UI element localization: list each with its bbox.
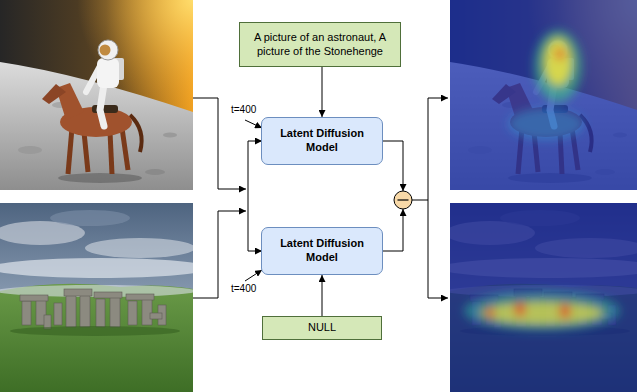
- stonehenge-heatmap: [450, 203, 637, 392]
- astronaut-heatmap: [508, 108, 584, 140]
- subtract-symbol: [394, 191, 412, 209]
- edge-layer: [322, 67, 323, 316]
- null-prompt-box: NULL: [262, 316, 382, 340]
- stonehenge-heatmap: [464, 291, 620, 331]
- astronaut-heatmap: [544, 38, 572, 86]
- astronaut-photo: [0, 0, 193, 190]
- static-wires: [248, 141, 262, 142]
- stonehenge-heatmap: [450, 203, 637, 392]
- model-box: Latent Diffusion Model: [261, 117, 383, 165]
- node-text: Latent Diffusion Model: [268, 127, 376, 155]
- stonehenge-heatmap: [464, 291, 620, 331]
- arrow-connector: [322, 67, 323, 117]
- subtract-symbol: [394, 191, 412, 209]
- stonehenge-photo: [0, 203, 193, 392]
- static-wires: [245, 120, 262, 128]
- static-wires: [245, 270, 262, 281]
- node-text: NULL: [308, 321, 336, 335]
- timestep-label: t=400: [231, 283, 256, 294]
- node-text: A picture of an astronaut, A picture of …: [246, 31, 394, 59]
- stonehenge-heatmap: [514, 301, 526, 317]
- stonehenge-heatmap: [485, 306, 495, 320]
- subtract-symbol: [398, 199, 409, 200]
- static-wires: [382, 209, 403, 251]
- astronaut-heatmap: [450, 0, 637, 190]
- astronaut-photo: [0, 0, 193, 190]
- prompt-box: A picture of an astronaut, A picture of …: [239, 22, 401, 67]
- stonehenge-heatmap: [450, 203, 637, 392]
- stonehenge-photo: [0, 203, 193, 392]
- node-text: Latent Diffusion Model: [268, 237, 376, 265]
- astronaut-heatmap: [450, 0, 637, 190]
- stonehenge-heatmap: [480, 301, 604, 325]
- static-wires: [428, 98, 448, 99]
- static-wires: [412, 200, 428, 201]
- arrow-connector: [322, 275, 323, 316]
- model-box: Latent Diffusion Model: [261, 227, 383, 275]
- static-wires: [428, 98, 429, 298]
- astronaut-heatmap: [534, 30, 582, 102]
- timestep-label: t=400: [231, 104, 256, 115]
- astronaut-heatmap: [450, 0, 637, 190]
- static-wires: [382, 141, 403, 191]
- static-wires: [248, 141, 249, 251]
- stonehenge-heatmap: [559, 303, 571, 319]
- static-wires: [428, 298, 448, 299]
- astronaut-heatmap: [508, 30, 584, 140]
- static-wires: [193, 98, 448, 298]
- static-wires: [248, 251, 262, 252]
- astronaut-heatmap: [555, 48, 565, 60]
